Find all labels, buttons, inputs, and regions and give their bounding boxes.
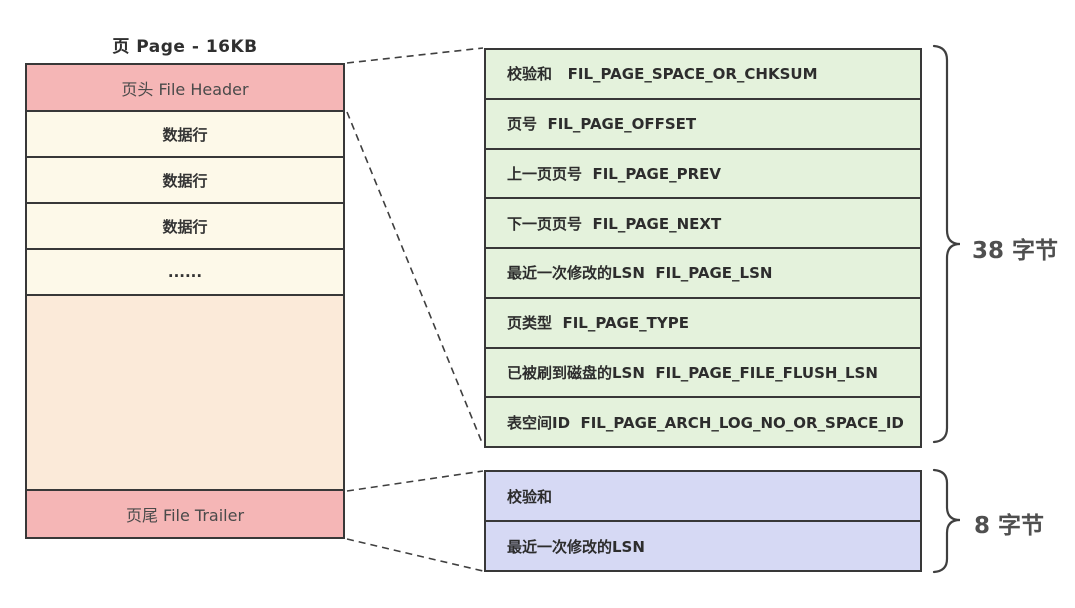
free-space-area <box>27 296 343 491</box>
file-header-cell: 页头 File Header <box>27 65 343 112</box>
data-row-ellipsis-cell: ...... <box>27 250 343 296</box>
field-row-flush-lsn: 已被刷到磁盘的LSN FIL_PAGE_FILE_FLUSH_LSN <box>486 348 920 399</box>
field-row-type: 页类型 FIL_PAGE_TYPE <box>486 298 920 349</box>
field-row-trailer-chksum: 校验和 <box>486 472 920 522</box>
dashed-connector-header-top <box>346 47 484 64</box>
field-row-prev: 上一页页号 FIL_PAGE_PREV <box>486 149 920 200</box>
field-row-chksum: 校验和 FIL_PAGE_SPACE_OR_CHKSUM <box>486 50 920 100</box>
field-row-offset: 页号 FIL_PAGE_OFFSET <box>486 99 920 150</box>
brace-38-bytes <box>932 44 961 444</box>
brace-8-bytes <box>932 468 961 574</box>
dashed-connector-header-bottom <box>346 111 484 446</box>
data-row-cell: 数据行 <box>27 112 343 158</box>
field-row-space-id: 表空间ID FIL_PAGE_ARCH_LOG_NO_OR_SPACE_ID <box>486 398 920 446</box>
size-label-8-bytes: 8 字节 <box>974 513 1045 539</box>
file-trailer-field-list: 校验和 最近一次修改的LSN <box>484 470 922 572</box>
page-box: 页头 File Header 数据行 数据行 数据行 ...... 页尾 Fil… <box>25 63 345 539</box>
file-header-field-list: 校验和 FIL_PAGE_SPACE_OR_CHKSUM 页号 FIL_PAGE… <box>484 48 922 448</box>
field-row-lsn: 最近一次修改的LSN FIL_PAGE_LSN <box>486 249 920 299</box>
dashed-connector-trailer-bottom <box>346 538 484 572</box>
dashed-connector-trailer-top <box>346 470 484 492</box>
data-row-cell: 数据行 <box>27 158 343 204</box>
page-title: 页 Page - 16KB <box>112 37 258 57</box>
data-row-cell: 数据行 <box>27 204 343 250</box>
file-trailer-cell: 页尾 File Trailer <box>27 491 343 537</box>
field-row-trailer-lsn: 最近一次修改的LSN <box>486 522 920 570</box>
field-row-next: 下一页页号 FIL_PAGE_NEXT <box>486 199 920 249</box>
size-label-38-bytes: 38 字节 <box>972 238 1059 264</box>
